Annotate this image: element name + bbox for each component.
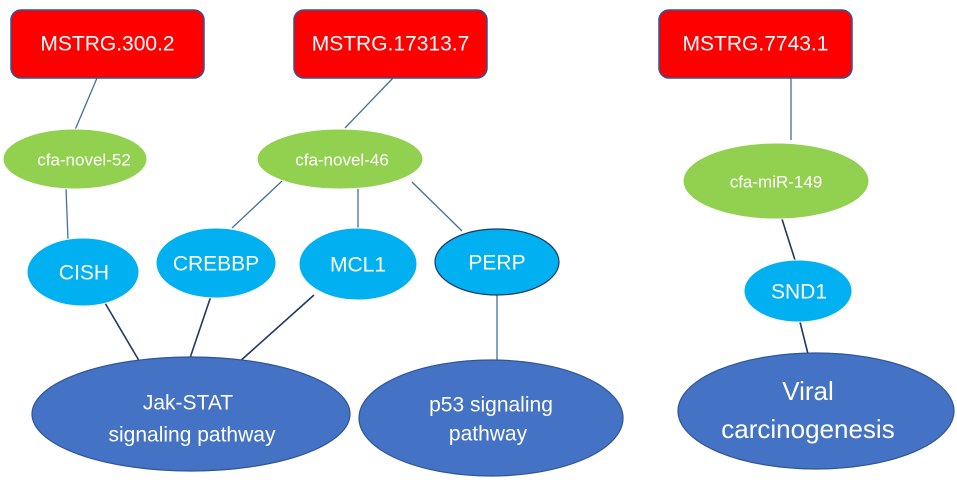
edge-gene-cish-pathway-jak-stat — [104, 302, 142, 365]
mirna-node-c: cfa-miR-149 — [682, 142, 870, 220]
lncrna-node-c: MSTRG.7743.1 — [658, 9, 853, 79]
pathway-label-jak-stat-line1: Jak-STAT — [143, 392, 233, 415]
edge-mirna-c-gene-snd1 — [780, 215, 796, 261]
pathway-label-p53-line1: p53 signaling — [429, 394, 553, 417]
pathway-label-viral-line2: carcinogenesis — [721, 414, 894, 444]
lncrna-node-a: MSTRG.300.2 — [10, 9, 205, 79]
pathway-label-viral-line1: Viral — [782, 376, 834, 406]
edge-mirna-b-gene-perp — [411, 181, 463, 232]
mirna-label-c: cfa-miR-149 — [730, 173, 823, 192]
edge-gene-mcl1-pathway-jak-stat — [237, 294, 315, 364]
mirna-node-b: cfa-novel-46 — [256, 128, 424, 190]
gene-label-perp: PERP — [468, 252, 525, 275]
edge-lncrna-b-mirna-b — [344, 77, 394, 129]
mirna-node-a: cfa-novel-52 — [2, 128, 148, 190]
lncrna-label-a: MSTRG.300.2 — [40, 33, 174, 56]
edge-gene-snd1-pathway-viral — [799, 321, 810, 359]
edge-mirna-b-gene-crebbp — [231, 180, 283, 229]
edge-mirna-a-gene-cish — [65, 187, 69, 241]
mirna-label-a: cfa-novel-52 — [37, 151, 131, 170]
lncrna-label-b: MSTRG.17313.7 — [312, 33, 470, 56]
mirna-label-b: cfa-novel-46 — [295, 151, 389, 170]
gene-label-cish: CISH — [59, 262, 109, 285]
gene-node-crebbp: CREBBP — [155, 227, 277, 299]
edge-gene-crebbp-pathway-jak-stat — [189, 295, 212, 359]
pathway-node-p53: p53 signaling pathway — [358, 359, 624, 477]
lncrna-node-b: MSTRG.17313.7 — [293, 9, 488, 79]
gene-label-snd1: SND1 — [771, 281, 827, 304]
gene-node-perp: PERP — [434, 228, 560, 296]
edges — [65, 77, 810, 365]
gene-node-snd1: SND1 — [743, 259, 853, 323]
gene-node-cish: CISH — [26, 237, 140, 307]
pathway-node-jak-stat: Jak-STAT signaling pathway — [31, 356, 351, 472]
lncrna-label-c: MSTRG.7743.1 — [683, 33, 829, 56]
gene-label-mcl1: MCL1 — [330, 254, 386, 277]
pathway-label-p53-line2: pathway — [449, 423, 528, 446]
pathway-node-viral: Viral carcinogenesis — [677, 352, 955, 470]
gene-node-mcl1: MCL1 — [298, 227, 418, 301]
pathway-label-jak-stat-line2: signaling pathway — [109, 424, 276, 447]
edge-lncrna-a-mirna-a — [74, 77, 98, 131]
gene-label-crebbp: CREBBP — [173, 253, 259, 276]
